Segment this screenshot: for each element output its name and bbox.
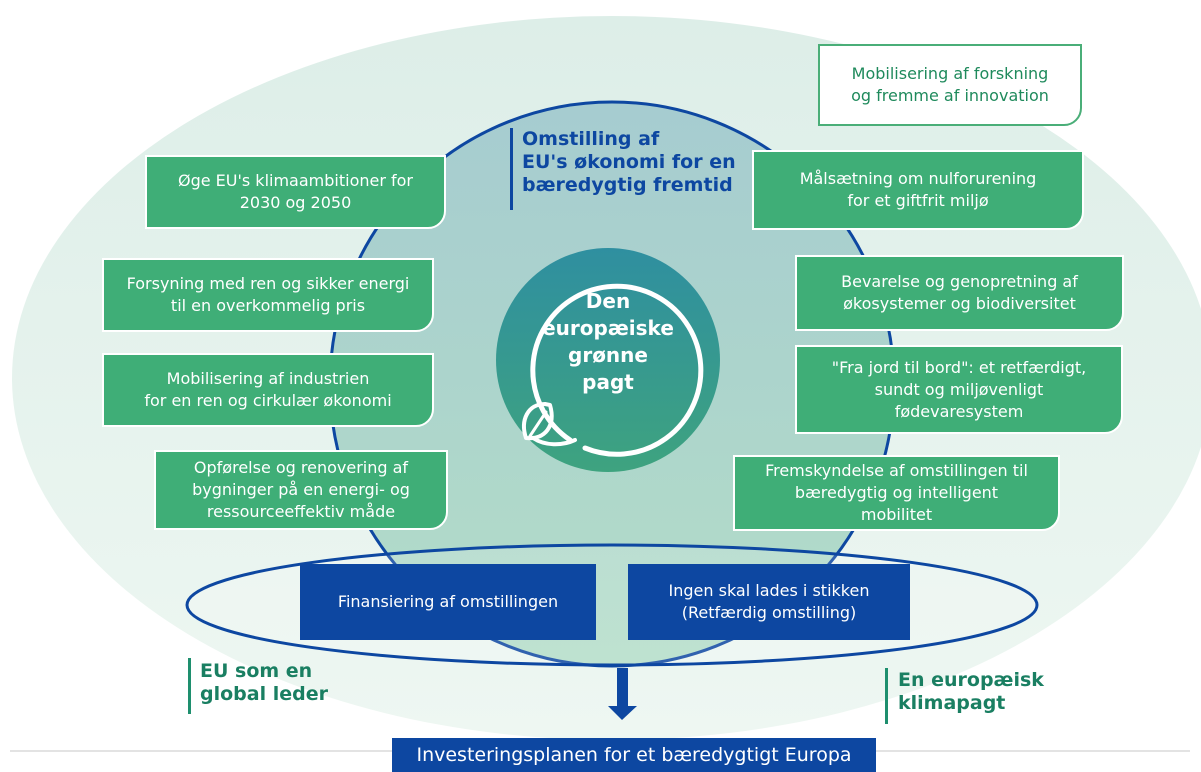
just-transition-box: Ingen skal lades i stikken (Retfærdig om… — [628, 564, 910, 640]
top-heading: Omstilling af EU's økonomi for en bæredy… — [522, 128, 736, 196]
center-ring — [530, 283, 704, 457]
climate-pact-accent-bar — [885, 668, 888, 724]
leaf-icon — [522, 402, 577, 447]
center-title: Den europæiske grønne pagt — [542, 289, 674, 394]
climate-ambition-box: Øge EU's klimaambitioner for 2030 og 205… — [145, 155, 446, 229]
down-arrow-icon — [608, 668, 637, 720]
mobility-box: Fremskyndelse af omstillingen til bæredy… — [733, 455, 1060, 531]
buildings-box: Opførelse og renovering af bygninger på … — [154, 450, 448, 530]
global-leader-accent-bar — [188, 658, 191, 714]
farm-to-fork-box: "Fra jord til bord": et retfærdigt, sund… — [795, 345, 1123, 434]
investment-plan-banner: Investeringsplanen for et bæredygtigt Eu… — [392, 738, 876, 772]
zero-pollution-box: Målsætning om nulforurening for et giftf… — [752, 150, 1084, 230]
heading-accent-bar — [510, 128, 513, 210]
financing-box: Finansiering af omstillingen — [300, 564, 596, 640]
eu-global-leader-label: EU som en global leder — [200, 660, 328, 705]
climate-pact-label: En europæisk klimapagt — [898, 669, 1044, 714]
research-innovation-box: Mobilisering af forskning og fremme af i… — [818, 44, 1082, 126]
biodiversity-box: Bevarelse og genopretning af økosystemer… — [795, 255, 1124, 331]
industry-box: Mobilisering af industrien for en ren og… — [102, 353, 434, 427]
clean-energy-box: Forsyning med ren og sikker energi til e… — [102, 258, 434, 332]
